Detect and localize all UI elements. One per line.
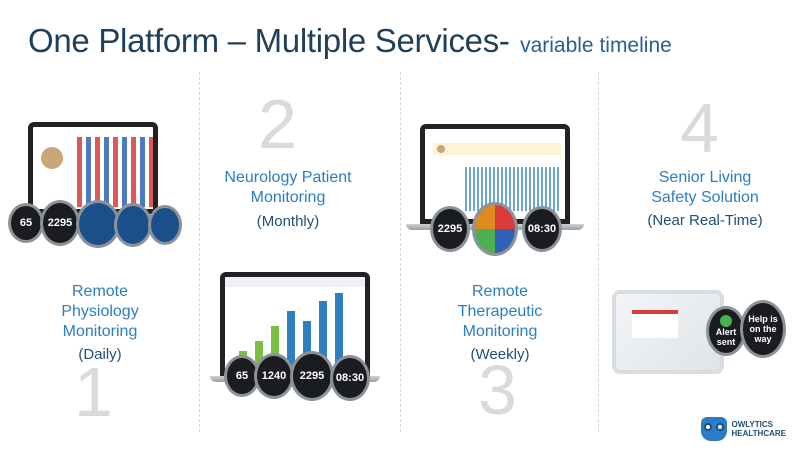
avatar — [41, 147, 63, 169]
divider-1 — [199, 72, 200, 432]
chart-bars — [77, 137, 153, 207]
title-main: One Platform – Multiple Services- — [28, 22, 510, 59]
owl-icon — [701, 417, 728, 441]
tablet-mockup — [612, 290, 724, 374]
laptop-mockup — [20, 122, 166, 222]
service-label: Neurology Patient Monitoring — [224, 169, 352, 206]
divider-3 — [598, 72, 599, 432]
title-sub: variable timeline — [520, 34, 672, 57]
logo-text: OWLYTICS HEALTHCARE — [731, 420, 786, 438]
service-frequency: (Daily) — [78, 346, 122, 363]
smartwatch: 1240 — [254, 353, 294, 399]
service-label: Senior Living Safety Solution — [651, 169, 759, 206]
avatar — [437, 145, 445, 153]
divider-2 — [400, 72, 401, 432]
laptop-screen — [28, 122, 158, 214]
step-number: 1 — [74, 353, 113, 431]
check-icon — [720, 315, 732, 327]
smartwatch — [114, 203, 152, 247]
step-number: 3 — [478, 351, 517, 429]
service-frequency: (Near Real-Time) — [647, 212, 763, 229]
smartwatch: 2295 — [430, 206, 470, 252]
smartwatch: 2295 — [290, 351, 334, 401]
smartwatch: Help is on the way — [740, 300, 786, 358]
smartwatch: Alert sent — [706, 306, 746, 356]
chart-bars — [465, 167, 561, 211]
service-label: Remote Physiology Monitoring — [61, 283, 139, 340]
service-frequency: (Monthly) — [256, 213, 320, 230]
smartwatch — [148, 205, 182, 245]
owlytics-logo: OWLYTICS HEALTHCARE — [701, 417, 786, 441]
service-label: Remote Therapeutic Monitoring — [457, 283, 543, 340]
smartwatch: 2295 — [40, 200, 80, 246]
smartwatch — [472, 202, 518, 256]
smartwatch: 08:30 — [330, 355, 370, 401]
service-frequency: (Weekly) — [470, 346, 530, 363]
smartwatch: 65 — [8, 203, 44, 243]
step-number: 4 — [680, 89, 719, 167]
step-number: 2 — [258, 85, 297, 163]
smartwatch: 08:30 — [522, 206, 562, 252]
slide-title: One Platform – Multiple Services- variab… — [28, 22, 672, 60]
